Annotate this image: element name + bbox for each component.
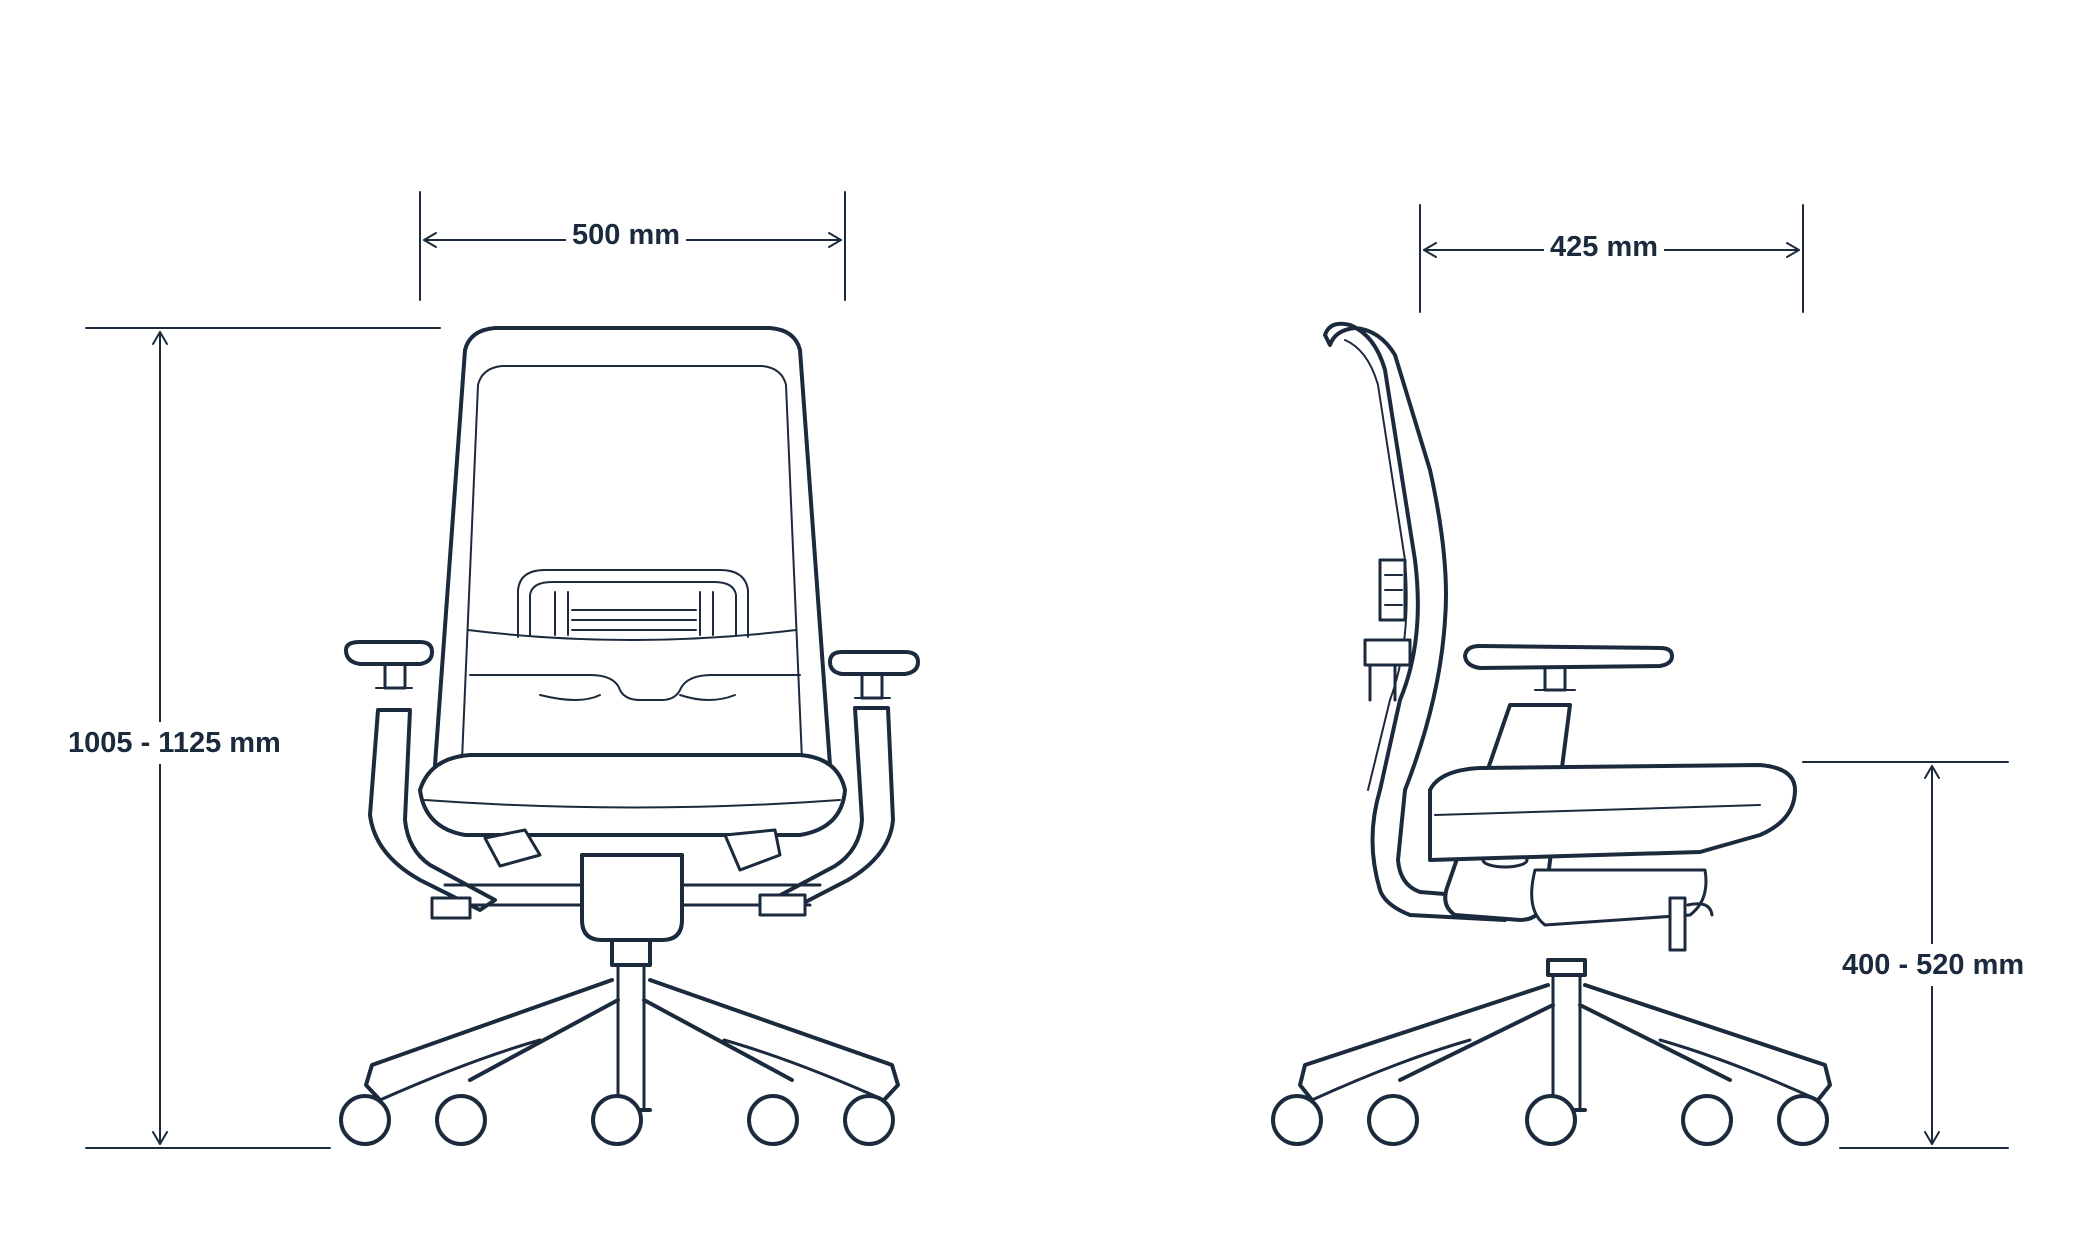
side-view-chair — [1271, 321, 1832, 1146]
front-view-chair — [339, 326, 920, 1146]
seat-height-label: 400 - 520 mm — [1838, 944, 2029, 986]
overall-height-label: 1005 - 1125 mm — [64, 722, 285, 764]
side-depth-label: 425 mm — [1544, 230, 1665, 264]
front-width-label: 500 mm — [566, 218, 687, 252]
